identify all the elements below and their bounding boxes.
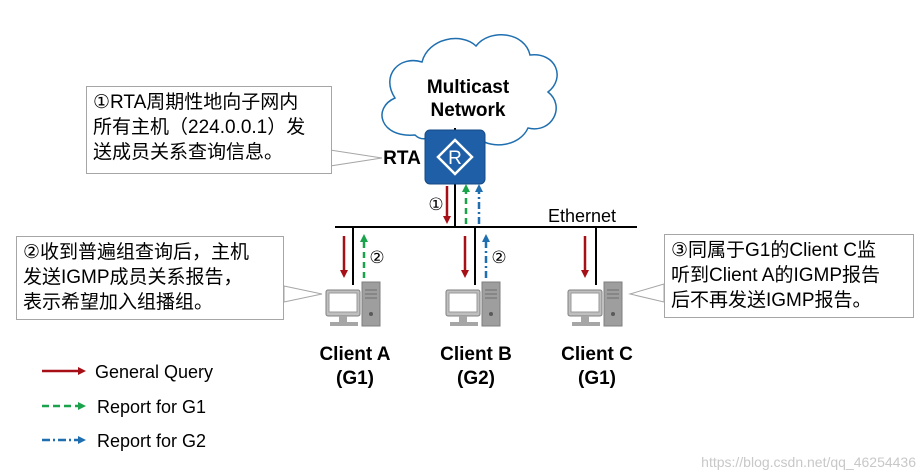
client-a-computer-icon	[325, 281, 381, 327]
legend-report-g1-label: Report for G1	[97, 397, 206, 417]
callout-step1: ①RTA周期性地向子网内 所有主机（224.0.0.1）发 送成员关系查询信息。	[86, 86, 332, 174]
client-c-computer-icon	[567, 281, 623, 327]
router-diamond-icon	[436, 138, 474, 176]
router-symbol: R	[448, 148, 462, 169]
client-a-group: (G1)	[336, 368, 374, 389]
client-b-name: Client B	[440, 344, 512, 365]
watermark: https://blog.csdn.net/qq_46254436	[701, 454, 916, 470]
step1-marker: ①	[428, 195, 443, 214]
client-c-name: Client C	[561, 344, 633, 365]
legend-query-label: General Query	[95, 362, 213, 382]
callout1-pointer	[329, 149, 383, 167]
legend-report-g2-label: Report for G2	[97, 431, 206, 451]
callout-step3: ③同属于G1的Client C监 听到Client A的IGMP报告 后不再发送…	[664, 234, 914, 318]
router-rta: R	[424, 129, 486, 185]
callout2-pointer	[283, 285, 323, 303]
cloud-label-line1: Multicast	[427, 77, 510, 98]
step2-marker-a: ②	[369, 248, 384, 267]
multicast-network-cloud: Multicast Network	[381, 34, 558, 148]
client-b-computer-icon	[445, 281, 501, 327]
client-b-group: (G2)	[457, 368, 495, 389]
callout-step2: ②收到普遍组查询后，主机 发送IGMP成员关系报告， 表示希望加入组播组。	[16, 236, 284, 320]
cloud-label-line2: Network	[431, 100, 506, 121]
router-label: RTA	[383, 148, 421, 169]
step2-marker-b: ②	[491, 248, 506, 267]
callout3-pointer	[628, 283, 665, 303]
client-a-name: Client A	[319, 344, 390, 365]
ethernet-label: Ethernet	[548, 206, 616, 226]
client-c-group: (G1)	[578, 368, 616, 389]
legend: General Query Report for G1 Report for G…	[42, 362, 213, 451]
